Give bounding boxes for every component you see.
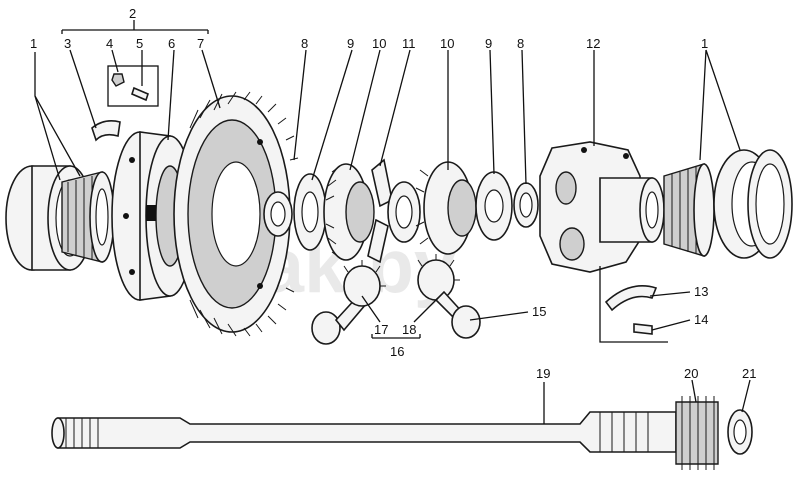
callout-2: 2 [129, 6, 136, 21]
callout-labels: 1 2 3 4 5 6 7 8 9 10 11 10 9 8 12 1 13 1… [30, 6, 756, 381]
callout-9-right: 9 [485, 36, 492, 51]
callout-20: 20 [684, 366, 698, 381]
axle-gear [675, 396, 719, 470]
callout-12: 12 [586, 36, 600, 51]
callout-10-left: 10 [372, 36, 386, 51]
callout-9-left: 9 [347, 36, 354, 51]
callout-15: 15 [532, 304, 546, 319]
side-gear-right [415, 161, 477, 255]
callout-1-right: 1 [701, 36, 708, 51]
callout-18: 18 [402, 322, 416, 337]
bearing-cup-right [713, 149, 793, 259]
callout-4: 4 [106, 36, 113, 51]
callout-8-left: 8 [301, 36, 308, 51]
axle-shaft [51, 411, 677, 453]
lock-plate-group-left [91, 65, 159, 142]
callout-11: 11 [402, 36, 416, 51]
differential-spider [367, 158, 421, 264]
thrust-washer-left [263, 173, 327, 251]
pinion-assembly-left [311, 260, 386, 345]
callout-8-right: 8 [517, 36, 524, 51]
leader-lines [34, 20, 751, 424]
callout-6: 6 [168, 36, 175, 51]
lock-plate-group-right [599, 266, 668, 343]
thrust-washer-right [475, 171, 539, 241]
differential-case-right [539, 141, 665, 273]
callout-5: 5 [136, 36, 143, 51]
callout-3: 3 [64, 36, 71, 51]
snap-ring [727, 409, 753, 455]
callout-21: 21 [742, 366, 756, 381]
callout-1-left: 1 [30, 36, 37, 51]
callout-14: 14 [694, 312, 708, 327]
callout-19: 19 [536, 366, 550, 381]
callout-16: 16 [390, 344, 404, 359]
bearing-cone-left [61, 171, 115, 263]
callout-10-right: 10 [440, 36, 454, 51]
side-gear-left [323, 163, 375, 261]
bearing-cone-right [663, 163, 715, 257]
ring-gear [173, 91, 299, 337]
callout-7: 7 [197, 36, 204, 51]
callout-17: 17 [374, 322, 388, 337]
callout-13: 13 [694, 284, 708, 299]
